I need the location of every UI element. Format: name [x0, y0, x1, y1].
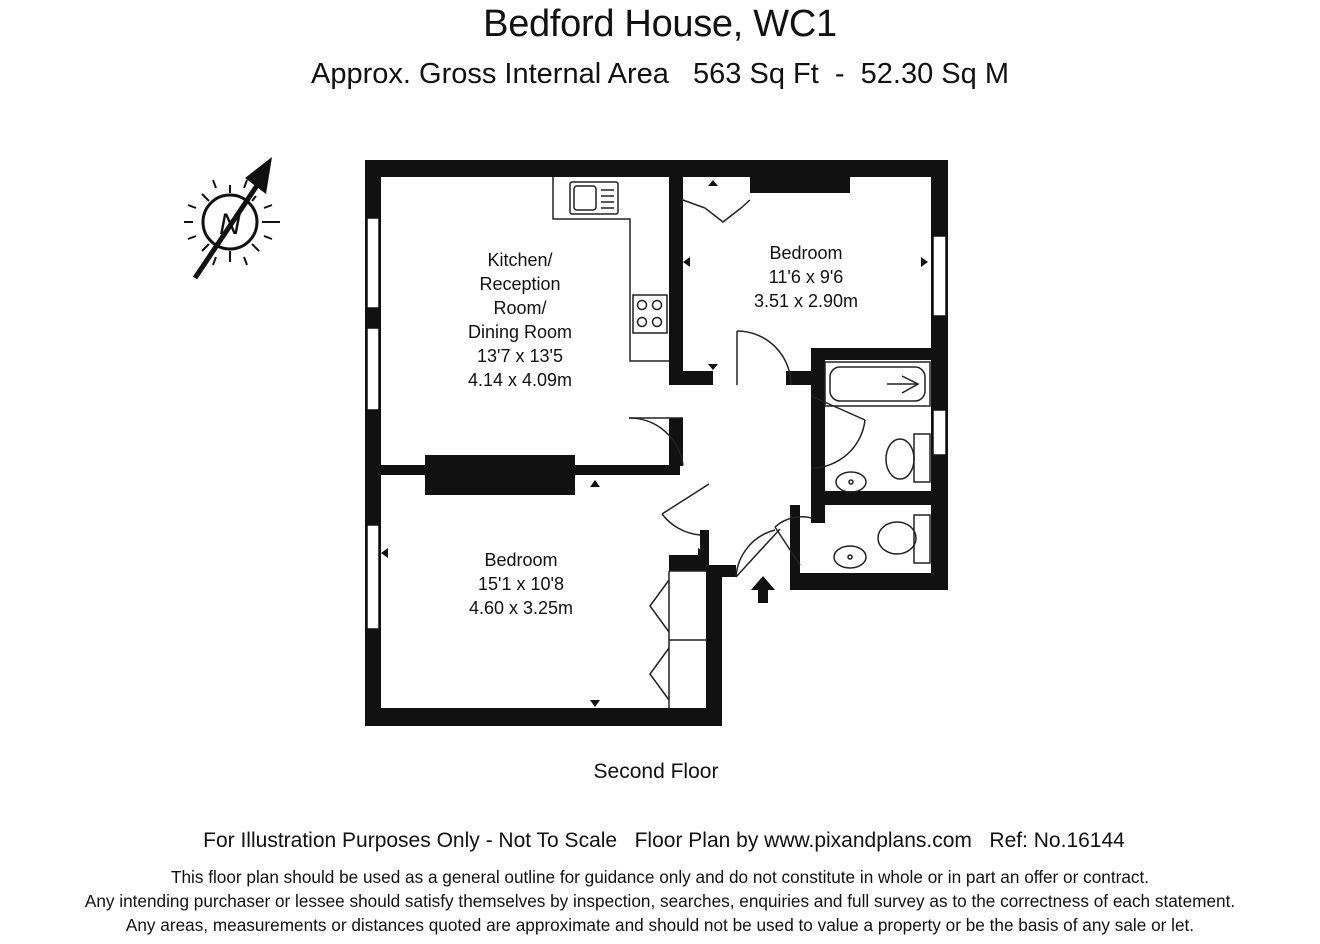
compass-label: N: [219, 208, 241, 241]
kitchen-name-line-2: Reception: [479, 274, 560, 294]
windows: [366, 217, 947, 630]
kitchen-size-metric: 4.14 x 4.09m: [468, 370, 572, 390]
compass-icon: [184, 176, 280, 280]
doors: [628, 199, 866, 708]
room-bedroom-top-label: Bedroom 11'6 x 9'6 3.51 x 2.90m: [754, 243, 858, 311]
room-kitchen-label: Kitchen/ Reception Room/ Dining Room 13'…: [468, 250, 572, 390]
sink-icon: [569, 181, 619, 215]
room-bedroom-bottom-label: Bedroom 15'1 x 10'8 4.60 x 3.25m: [469, 550, 573, 618]
kitchen-name-line-1: Kitchen/: [487, 250, 552, 270]
walls: [365, 160, 948, 726]
disclaimer-line-2: Any intending purchaser or lessee should…: [84, 891, 1236, 911]
wall-markers: [381, 180, 928, 707]
bathroom-fixtures: [824, 361, 931, 569]
area-subtitle: Approx. Gross Internal Area 563 Sq Ft - …: [311, 58, 1009, 90]
kitchen-units: [552, 177, 669, 362]
bath-icon: [824, 361, 931, 407]
disclaimer-line-1: This floor plan should be used as a gene…: [170, 867, 1150, 887]
toilet-icon: [913, 433, 931, 483]
bedroom-top-name: Bedroom: [769, 243, 842, 263]
bedroom-bottom-size-metric: 4.60 x 3.25m: [469, 598, 573, 618]
bedroom-bottom-size-imperial: 15'1 x 10'8: [478, 574, 564, 594]
basin-icon: [835, 471, 867, 493]
kitchen-name-line-3: Room/: [493, 298, 546, 318]
kitchen-name-line-4: Dining Room: [468, 322, 572, 342]
compass-arrowhead: [245, 157, 272, 194]
bedroom-top-size-imperial: 11'6 x 9'6: [769, 267, 844, 287]
kitchen-size-imperial: 13'7 x 13'5: [477, 346, 563, 366]
entrance-arrow-icon: [751, 576, 775, 603]
wc-toilet-icon: [913, 514, 931, 564]
bedroom-bottom-name: Bedroom: [484, 550, 557, 570]
compass-ring: [201, 193, 259, 251]
wc-basin-icon: [833, 545, 867, 569]
disclaimer-line-3: Any areas, measurements or distances quo…: [125, 915, 1195, 935]
footer-credit: For Illustration Purposes Only - Not To …: [203, 829, 1125, 852]
plan-title: Bedford House, WC1: [483, 3, 837, 45]
bedroom-top-size-metric: 3.51 x 2.90m: [754, 291, 858, 311]
floor-label: Second Floor: [593, 760, 719, 783]
hob-icon: [632, 294, 668, 334]
compass-needle: [192, 176, 265, 280]
